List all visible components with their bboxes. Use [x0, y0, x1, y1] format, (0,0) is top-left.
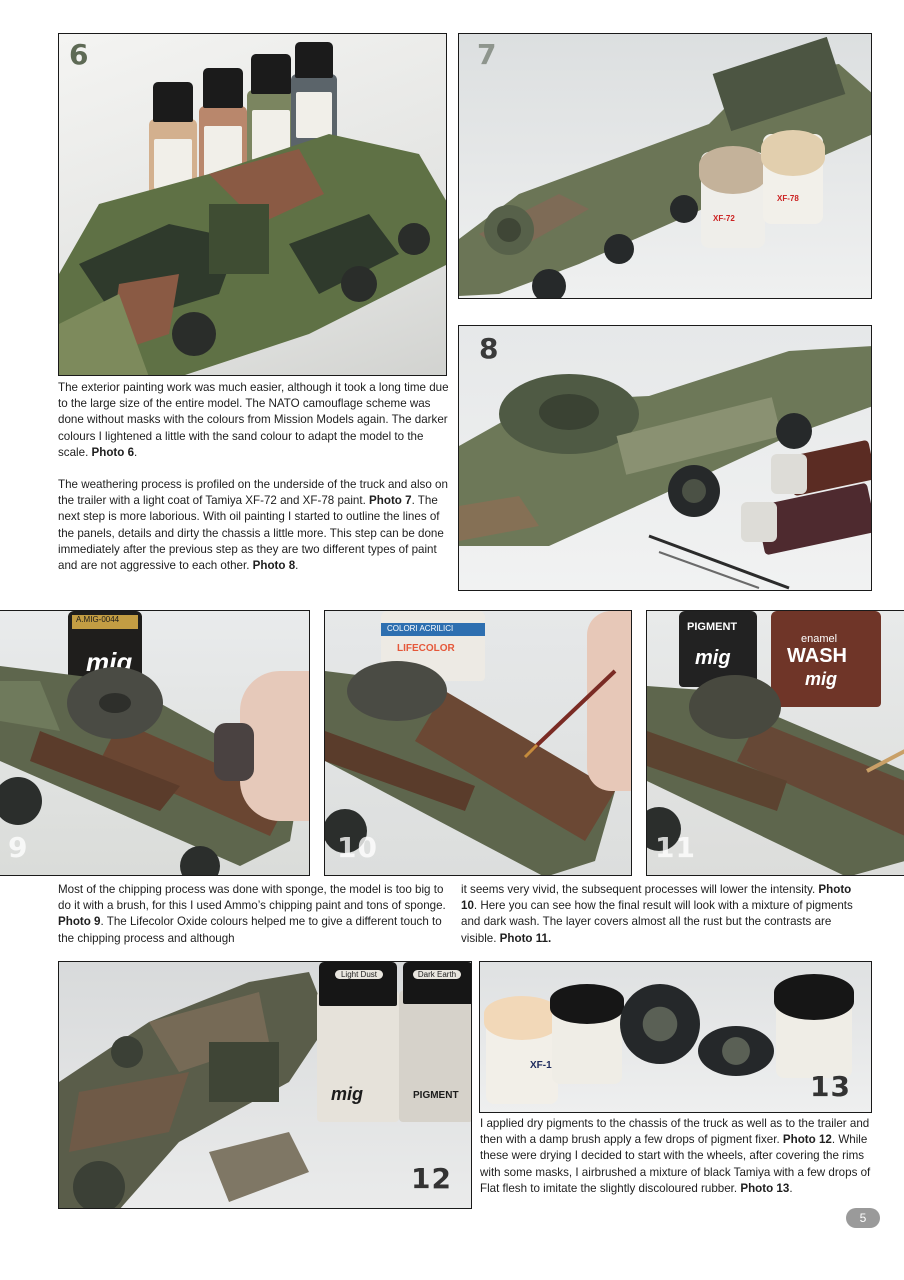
wash-label: WASH: [787, 645, 847, 667]
bottle-label: [296, 92, 332, 138]
jar-label: XF-72: [713, 214, 735, 223]
hand-with-brush: [587, 611, 631, 791]
paragraph-text: . While these were drying I decided to s…: [480, 1133, 871, 1195]
sponge: [214, 723, 254, 781]
article-text-middle-left: Most of the chipping process was done wi…: [58, 882, 448, 947]
photo-13: XF-15 13: [479, 961, 872, 1113]
photo-reference: Photo 8: [252, 559, 296, 573]
tyre: [620, 984, 700, 1064]
tube-cap: [771, 454, 807, 494]
paragraph: The exterior painting work was much easi…: [58, 380, 450, 461]
jar-cap: [319, 962, 397, 1006]
jar-cap-label: Light Dust: [335, 970, 383, 979]
photo-reference: Photo 11.: [499, 931, 552, 945]
paragraph-text: Most of the chipping process was done wi…: [58, 883, 446, 913]
bottle-cap: [295, 42, 333, 78]
photo-reference: Photo 6: [91, 445, 135, 459]
trailer-chassis: [647, 675, 904, 875]
photo-number: 6: [69, 38, 90, 71]
jar-label: XF-78: [777, 194, 799, 203]
jar-cap-label: Dark Earth: [413, 970, 461, 979]
paragraph-text: it seems very vivid, the subsequent proc…: [461, 883, 819, 896]
page-number: 5: [846, 1208, 880, 1228]
paint-brush: [523, 669, 617, 759]
article-text-middle-right: it seems very vivid, the subsequent proc…: [461, 882, 861, 947]
paragraph-text: .: [134, 445, 138, 459]
jar-label: XF-15: [530, 1060, 558, 1071]
bottle-band: [381, 623, 485, 636]
mig-wash-bottle: [771, 611, 881, 707]
paragraph-text: I applied dry pigments to the chassis of…: [480, 1117, 870, 1147]
trailer-chassis: [459, 36, 871, 298]
truck-model: [59, 134, 446, 375]
photo-number: 8: [479, 332, 500, 365]
photo-number: 11: [655, 831, 696, 864]
bottle-code: A.MIG-0044: [76, 615, 120, 624]
paragraph-text: . The Lifecolor Oxide colours helped me …: [58, 915, 442, 945]
paragraph-text: The weathering process is profiled on th…: [58, 478, 448, 508]
paragraph-text: .: [295, 559, 299, 573]
pigment-jar-light-dust: [317, 990, 399, 1122]
photo-6: 6: [58, 33, 447, 376]
bottle-cap: [251, 54, 291, 94]
bottle-band-text: COLORI ACRILICI: [387, 624, 454, 633]
photo-reference: Photo 9: [58, 915, 101, 929]
paragraph-text: . The next step is more laborious. With …: [58, 494, 444, 573]
photo-number: 7: [477, 38, 498, 71]
photo-number: 9: [8, 831, 29, 864]
trailer-chassis: [325, 661, 615, 875]
truck-chassis: [59, 972, 329, 1208]
paragraph-text: . Here you can see how the final result …: [461, 899, 853, 945]
bottle-cap: [203, 68, 243, 108]
lifecolor-logo: LIFECOLOR: [397, 643, 455, 654]
photo-7: XF-72 XF-78 7: [458, 33, 872, 299]
paragraph-text: .: [789, 1181, 793, 1195]
jar-cap: [699, 146, 767, 194]
mig-logo: mig: [331, 1084, 364, 1104]
jar-cap: [550, 984, 624, 1024]
bottle-label: [72, 615, 138, 629]
photo-reference: Photo 12: [782, 1133, 832, 1147]
article-text-lower: I applied dry pigments to the chassis of…: [480, 1116, 872, 1197]
photo-number: 13: [810, 1070, 851, 1103]
paragraph: The weathering process is profiled on th…: [58, 477, 450, 574]
jar-cap: [774, 974, 854, 1020]
trailer-chassis: [459, 346, 871, 546]
photo-9: A.MIG-0044 mig 9: [0, 610, 310, 876]
jar-cap: [761, 130, 825, 176]
photo-reference: Photo 13: [740, 1181, 790, 1195]
trailer-chassis: [0, 666, 300, 875]
wash-enamel-label: enamel: [801, 633, 838, 645]
photo-reference: Photo 7: [369, 494, 412, 508]
photo-number: 10: [337, 831, 378, 864]
jar-cap: [403, 962, 471, 1004]
mig-logo: mig: [695, 647, 731, 669]
pigment-jar-dark-earth: [399, 990, 471, 1122]
bottle-cap: [153, 82, 193, 122]
pigment-label: PIGMENT: [413, 1090, 459, 1101]
photo-11: PIGMENT mig enamel WASH mig 11: [646, 610, 904, 876]
jar-cap: [484, 996, 560, 1040]
paint-brushes: [648, 534, 790, 590]
mig-pigment-bottle: [679, 611, 757, 687]
article-text-upper: The exterior painting work was much easi…: [58, 380, 450, 590]
photo-reference: Photo 10: [461, 883, 852, 913]
photo-10: COLORI ACRILICI LIFECOLOR 10: [324, 610, 632, 876]
photo-12: Light Dust Dark Earth mig PIGMENT 12: [58, 961, 472, 1209]
tyre: [698, 1026, 774, 1076]
mig-logo: mig: [805, 669, 838, 689]
paragraph-text: The exterior painting work was much easi…: [58, 381, 449, 459]
photo-8: 8: [458, 325, 872, 591]
pigment-label: PIGMENT: [687, 621, 738, 633]
tube-cap: [741, 502, 777, 542]
photo-number: 12: [411, 1162, 452, 1195]
